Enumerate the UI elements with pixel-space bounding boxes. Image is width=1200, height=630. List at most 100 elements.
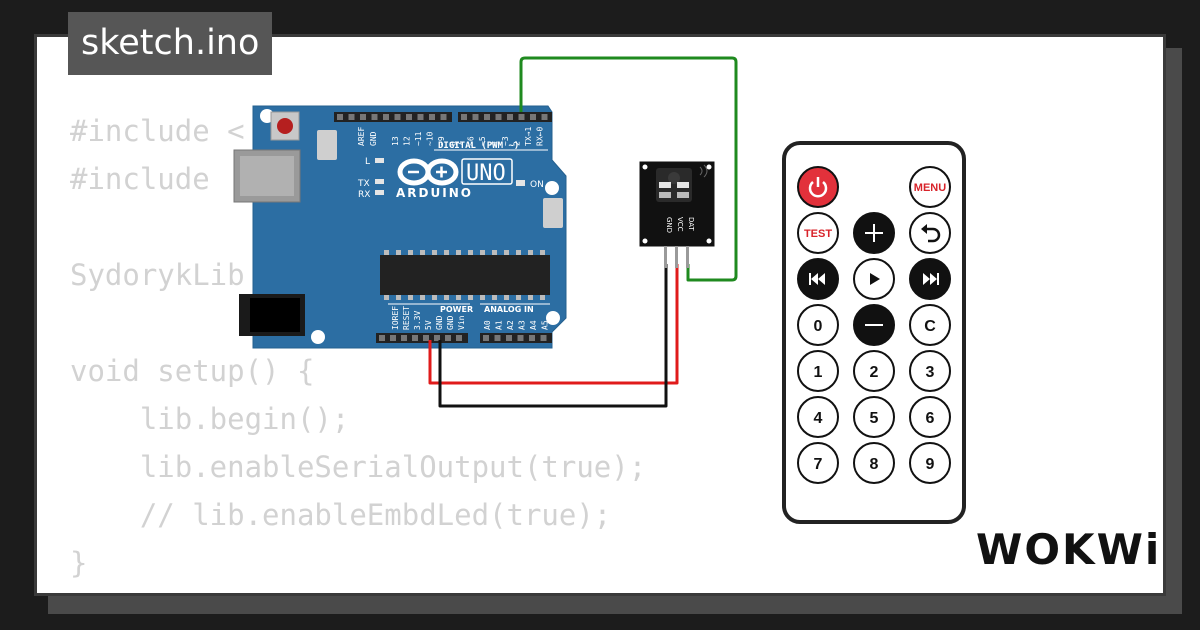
pin-hole[interactable] xyxy=(417,114,424,120)
remote-button-label: C xyxy=(924,318,936,335)
pin-hole[interactable] xyxy=(429,114,435,120)
remote-button-c[interactable]: C xyxy=(909,304,951,346)
code-line: lib.enableSerialOutput(true); xyxy=(70,450,647,484)
remote-button-0[interactable]: 0 xyxy=(797,304,839,346)
pin-hole[interactable] xyxy=(445,335,451,341)
vcc-wire[interactable] xyxy=(428,264,679,385)
pin-hole[interactable] xyxy=(456,335,462,341)
ir-pin-label: GND xyxy=(665,217,673,233)
next-icon xyxy=(923,273,939,285)
tx-led xyxy=(375,179,384,184)
power-button[interactable] xyxy=(797,166,839,208)
chip-pin xyxy=(384,250,389,255)
rx-led xyxy=(375,190,384,195)
pin-hole[interactable] xyxy=(483,335,489,341)
pin-hole[interactable] xyxy=(540,335,547,341)
pin-label: ~6 xyxy=(467,136,476,146)
pin-label: 4 xyxy=(490,141,499,146)
chip-pin xyxy=(444,250,449,255)
pin-hole[interactable] xyxy=(541,114,548,120)
minus-button[interactable] xyxy=(853,304,895,346)
pin-hole[interactable] xyxy=(337,114,343,120)
remote-button-8[interactable]: 8 xyxy=(853,442,895,484)
pin-label: AREF xyxy=(357,127,366,146)
chip-pin xyxy=(396,250,401,255)
pin-hole[interactable] xyxy=(518,114,525,120)
chip-pin xyxy=(492,250,497,255)
pin-hole[interactable] xyxy=(401,335,407,341)
led-label: L xyxy=(365,157,370,167)
pin-hole[interactable] xyxy=(383,114,389,120)
pin-label: 2 xyxy=(513,141,522,146)
gnd-wire[interactable] xyxy=(438,264,668,408)
pin-hole[interactable] xyxy=(517,335,524,341)
sketch-filename: sketch.ino xyxy=(68,12,273,75)
play-button[interactable] xyxy=(853,258,895,300)
pin-hole[interactable] xyxy=(394,114,401,120)
remote-button-label: MENU xyxy=(914,182,946,194)
pin-label: ~10 xyxy=(426,131,435,146)
pin-label: GND xyxy=(435,315,444,330)
chip-pin xyxy=(540,295,545,300)
pin-hole[interactable] xyxy=(379,335,385,341)
pin-label: A0 xyxy=(483,320,492,330)
remote-button-label: 0 xyxy=(814,318,823,335)
pin-hole[interactable] xyxy=(529,335,535,341)
ir-pin-label: DAT xyxy=(687,217,695,232)
pin-hole[interactable] xyxy=(495,114,502,120)
pin-hole[interactable] xyxy=(494,335,501,341)
pin-label: GND xyxy=(446,315,455,330)
back-button[interactable] xyxy=(909,212,951,254)
remote-button-menu[interactable]: MENU xyxy=(909,166,951,208)
pin-label: 7 xyxy=(455,141,464,146)
pin-hole[interactable] xyxy=(434,335,440,341)
remote-button-label: 5 xyxy=(870,410,879,427)
ir-pin-label: VCC xyxy=(676,217,684,232)
pin-hole[interactable] xyxy=(530,114,536,120)
chip-pin xyxy=(420,250,425,255)
pin-hole[interactable] xyxy=(440,114,447,120)
chip-pin xyxy=(492,295,497,300)
remote-button-4[interactable]: 4 xyxy=(797,396,839,438)
pin-hole[interactable] xyxy=(390,335,396,341)
remote-button-3[interactable]: 3 xyxy=(909,350,951,392)
remote-button-5[interactable]: 5 xyxy=(853,396,895,438)
pin-hole[interactable] xyxy=(348,114,355,120)
remote-button-test[interactable]: TEST xyxy=(797,212,839,254)
pin-label: A3 xyxy=(518,320,527,330)
pin-hole[interactable] xyxy=(461,114,467,120)
pin-hole[interactable] xyxy=(506,335,512,341)
remote-button-2[interactable]: 2 xyxy=(853,350,895,392)
pin-hole[interactable] xyxy=(360,114,366,120)
pin-hole[interactable] xyxy=(412,335,418,341)
board-model: UNO xyxy=(466,161,506,186)
pin-hole[interactable] xyxy=(472,114,479,120)
code-line: #include xyxy=(70,162,228,196)
remote-button-label: 1 xyxy=(814,364,823,381)
pin-hole[interactable] xyxy=(423,335,429,341)
remote-button-7[interactable]: 7 xyxy=(797,442,839,484)
icsp-header xyxy=(317,130,563,228)
plus-button[interactable] xyxy=(853,212,895,254)
chip-pin xyxy=(504,295,509,300)
preview-card: #include < #include SydorykLib void setu… xyxy=(34,34,1166,596)
next-button[interactable] xyxy=(909,258,951,300)
pin-hole[interactable] xyxy=(406,114,412,120)
reset-button[interactable] xyxy=(270,111,300,141)
remote-button-1[interactable]: 1 xyxy=(797,350,839,392)
signal-wire[interactable] xyxy=(519,56,738,282)
remote-button-6[interactable]: 6 xyxy=(909,396,951,438)
remote-button-label: 6 xyxy=(926,410,935,427)
prev-button[interactable] xyxy=(797,258,839,300)
back-icon xyxy=(921,224,941,243)
on-led-label: ON xyxy=(530,180,544,190)
pin-hole[interactable] xyxy=(507,114,513,120)
remote-button-label: TEST xyxy=(804,228,832,240)
analog-header-label: ANALOG IN xyxy=(484,305,534,314)
pin-hole[interactable] xyxy=(484,114,490,120)
pin-hole[interactable] xyxy=(371,114,378,120)
remote-button-9[interactable]: 9 xyxy=(909,442,951,484)
